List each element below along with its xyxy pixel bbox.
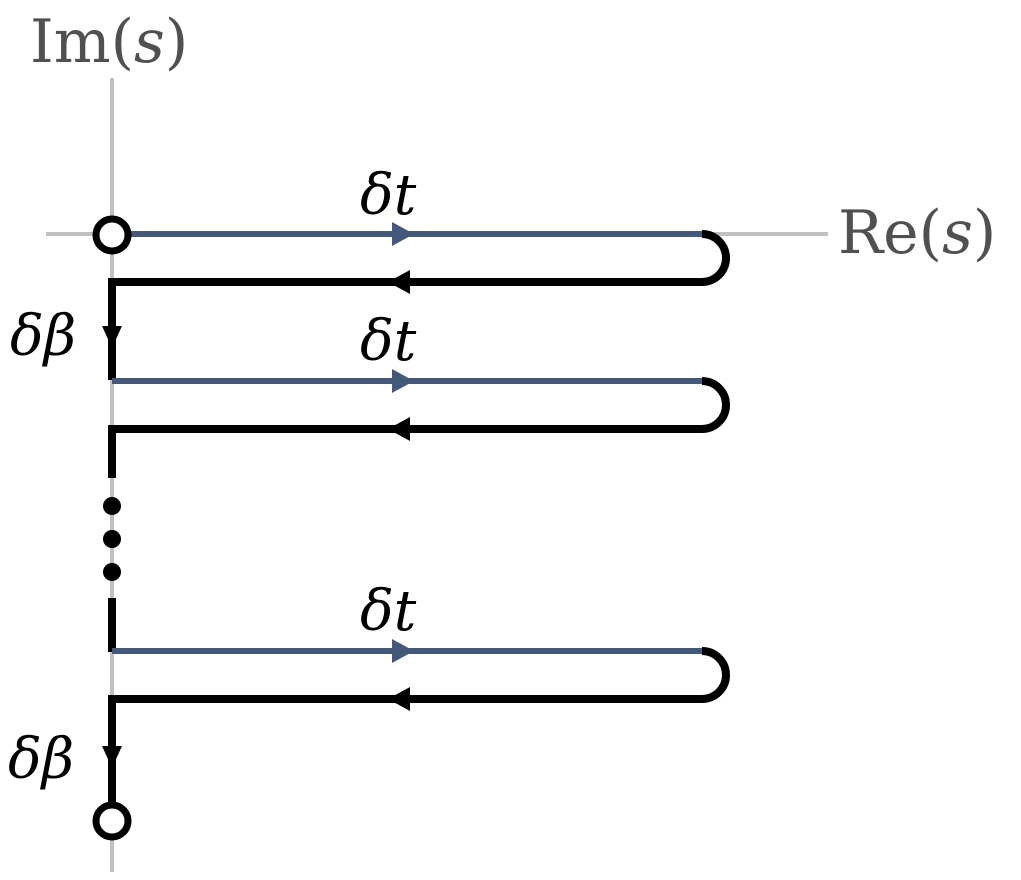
return-path-2 — [108, 377, 730, 478]
step-arrow-1 — [102, 326, 122, 348]
forward-arrow-1 — [392, 222, 414, 246]
start-point — [92, 215, 132, 255]
forward-arrow-2 — [392, 369, 414, 393]
return-path-1 — [108, 230, 730, 380]
real-axis-label: Re(s) — [838, 198, 996, 268]
forward-label-1: δt — [360, 163, 417, 228]
step-label-1: δβ — [10, 304, 76, 369]
ellipsis-dot-3 — [103, 563, 121, 581]
step-label-2: δβ — [8, 727, 74, 792]
return-path-3 — [108, 647, 730, 802]
ellipsis-dot-1 — [103, 497, 121, 515]
step-arrow-2 — [102, 746, 122, 768]
return-arrow-1 — [388, 270, 410, 294]
ellipsis-dot-2 — [103, 530, 121, 548]
end-point — [92, 801, 132, 841]
imaginary-axis-label: Im(s) — [30, 7, 188, 77]
forward-label-2: δt — [360, 309, 417, 374]
return-arrow-3 — [388, 687, 410, 711]
forward-label-3: δt — [360, 579, 417, 644]
forward-arrow-3 — [392, 639, 414, 663]
return-arrow-2 — [388, 417, 410, 441]
